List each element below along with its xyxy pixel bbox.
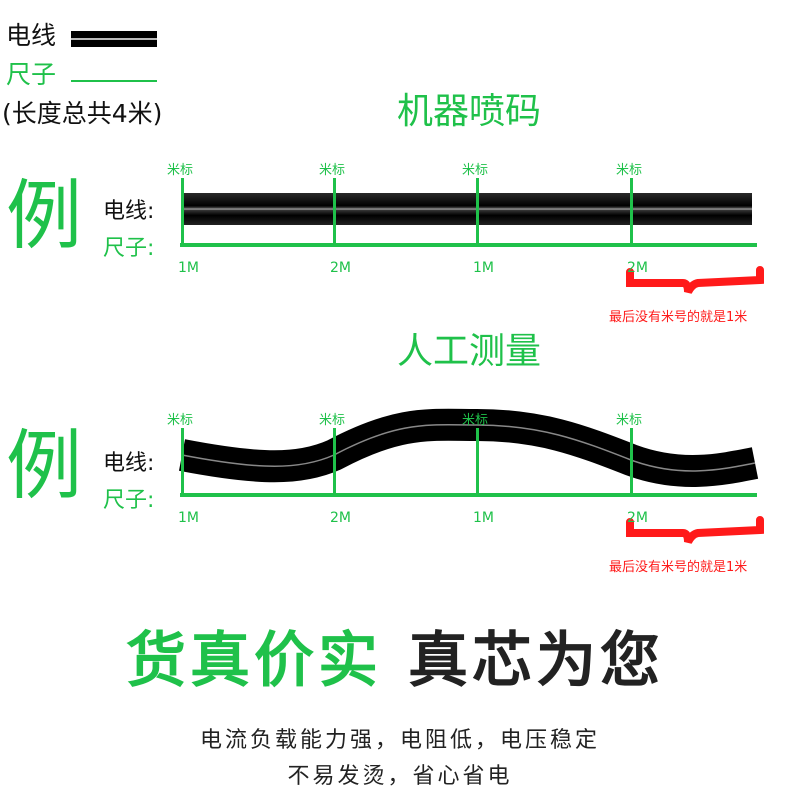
wire-label: 电线: <box>103 451 155 476</box>
meter-tick <box>181 178 184 245</box>
meter-label: 2M <box>627 510 648 526</box>
meter-tick <box>630 178 633 245</box>
meter-mark-label: 米标 <box>319 163 346 178</box>
wire-label: 电线: <box>103 199 155 224</box>
meter-tick <box>333 428 336 495</box>
slogan-left: 货真价实 <box>126 626 382 696</box>
meter-label: 2M <box>627 260 648 276</box>
meter-tick <box>476 428 479 495</box>
description-line: 电流负载能力强，电阻低，电压稳定 <box>199 728 600 753</box>
ruler-label: 尺子: <box>103 236 155 261</box>
meter-mark-label: 米标 <box>319 413 346 428</box>
meter-tick <box>630 428 633 495</box>
section-title: 人工测量 <box>397 331 542 372</box>
meter-mark-label: 米标 <box>462 413 489 428</box>
meter-mark-label: 米标 <box>616 413 643 428</box>
meter-mark-label: 米标 <box>167 413 194 428</box>
legend-ruler-label: 尺子 <box>6 60 57 89</box>
meter-label: 2M <box>330 260 351 276</box>
slogan-right: 真芯为您 <box>408 626 664 696</box>
bracket-1 <box>626 266 764 294</box>
meter-label: 1M <box>473 260 494 276</box>
example-glyph: 例 <box>6 421 82 510</box>
meter-tick <box>333 178 336 245</box>
meter-tick <box>476 178 479 245</box>
example-glyph: 例 <box>6 171 82 260</box>
legend-total-length: (长度总共4米) <box>2 99 163 128</box>
note: 最后没有米号的就是1米 <box>609 310 748 325</box>
legend-wire-swatch <box>71 31 157 47</box>
section-title: 机器喷码 <box>397 91 542 132</box>
meter-mark-label: 米标 <box>167 163 194 178</box>
ruler-line <box>180 243 757 247</box>
legend-ruler-swatch <box>71 80 157 82</box>
note: 最后没有米号的就是1米 <box>609 560 748 575</box>
bracket-2 <box>626 516 764 544</box>
wire-straight <box>182 193 752 225</box>
meter-label: 2M <box>330 510 351 526</box>
ruler-label: 尺子: <box>103 488 155 513</box>
meter-label: 1M <box>178 510 199 526</box>
description-line: 不易发烫，省心省电 <box>287 764 513 789</box>
legend-wire-label: 电线 <box>6 21 57 50</box>
meter-tick <box>181 428 184 495</box>
meter-mark-label: 米标 <box>616 163 643 178</box>
meter-mark-label: 米标 <box>462 163 489 178</box>
ruler-line <box>180 493 757 497</box>
meter-label: 1M <box>178 260 199 276</box>
meter-label: 1M <box>473 510 494 526</box>
